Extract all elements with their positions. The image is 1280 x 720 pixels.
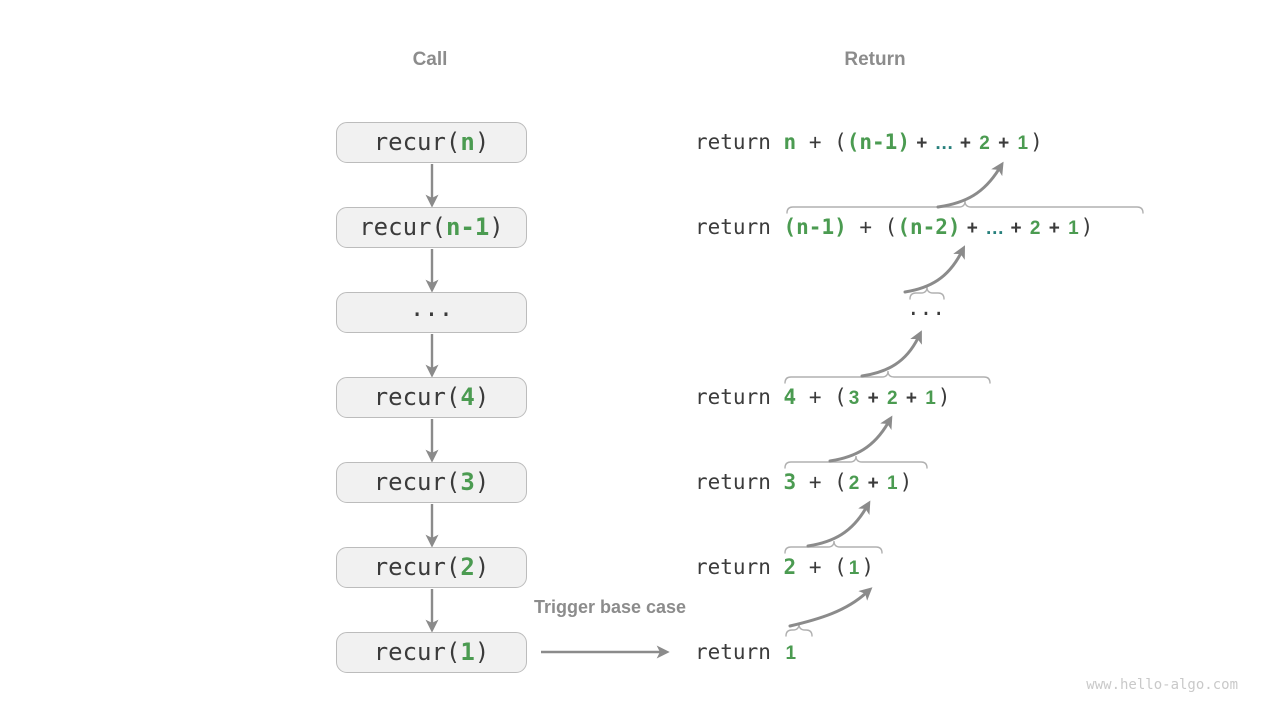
overbrace-icon <box>784 540 883 554</box>
overbrace-icon <box>784 370 991 384</box>
call-box-label: recur(4) <box>373 383 490 411</box>
return-expr-text: return (n-1) + ((n-2) + … + 2 + 1) <box>695 215 1094 239</box>
curved-return-arrow-icon <box>903 245 966 294</box>
curved-return-arrow-icon <box>806 500 871 548</box>
call-box-recur-2: recur(2) <box>336 547 527 588</box>
watermark: www.hello-algo.com <box>1086 677 1238 693</box>
call-box-recur-1: recur(1) <box>336 632 527 673</box>
return-expr-ellipsis: ... <box>886 296 966 327</box>
return-expr-3: return 3 + (2 + 1) <box>695 467 912 497</box>
call-box-recur-n: recur(n) <box>336 122 527 163</box>
return-expr-text: return 4 + (3 + 2 + 1) <box>695 385 951 409</box>
curved-return-arrow-icon <box>860 330 922 378</box>
return-expr-n-1: return (n-1) + ((n-2) + … + 2 + 1) <box>695 212 1093 242</box>
return-expr-1: return 1 <box>695 637 798 667</box>
curved-return-arrow-icon <box>828 415 893 463</box>
return-expr-text: return 3 + (2 + 1) <box>695 470 913 494</box>
call-box-label: ... <box>409 294 454 322</box>
trigger-base-case-label: Trigger base case <box>533 597 687 617</box>
curved-return-arrow-icon <box>936 161 1004 209</box>
call-box-label: recur(2) <box>373 553 490 581</box>
return-expr-text: ... <box>907 296 945 320</box>
return-expr-text: return 2 + (1) <box>695 555 874 579</box>
return-expr-text: return 1 <box>695 640 797 664</box>
return-column-header: Return <box>844 49 906 70</box>
return-expr-n: return n + ((n-1) + … + 2 + 1) <box>695 127 1043 157</box>
call-box-recur-n-1: recur(n-1) <box>336 207 527 248</box>
return-expr-4: return 4 + (3 + 2 + 1) <box>695 382 950 412</box>
call-box-label: recur(1) <box>373 638 490 666</box>
call-box-label: recur(n) <box>373 128 490 156</box>
return-expr-text: return n + ((n-1) + … + 2 + 1) <box>695 130 1043 154</box>
overbrace-icon <box>784 455 928 469</box>
call-column-header: Call <box>412 49 448 70</box>
return-expr-2: return 2 + (1) <box>695 552 874 582</box>
call-box-label: recur(n-1) <box>359 213 504 241</box>
call-box-recur-4: recur(4) <box>336 377 527 418</box>
curved-return-arrow-icon <box>788 587 873 628</box>
call-box-label: recur(3) <box>373 468 490 496</box>
call-box-ellipsis: ... <box>336 292 527 333</box>
call-box-recur-3: recur(3) <box>336 462 527 503</box>
